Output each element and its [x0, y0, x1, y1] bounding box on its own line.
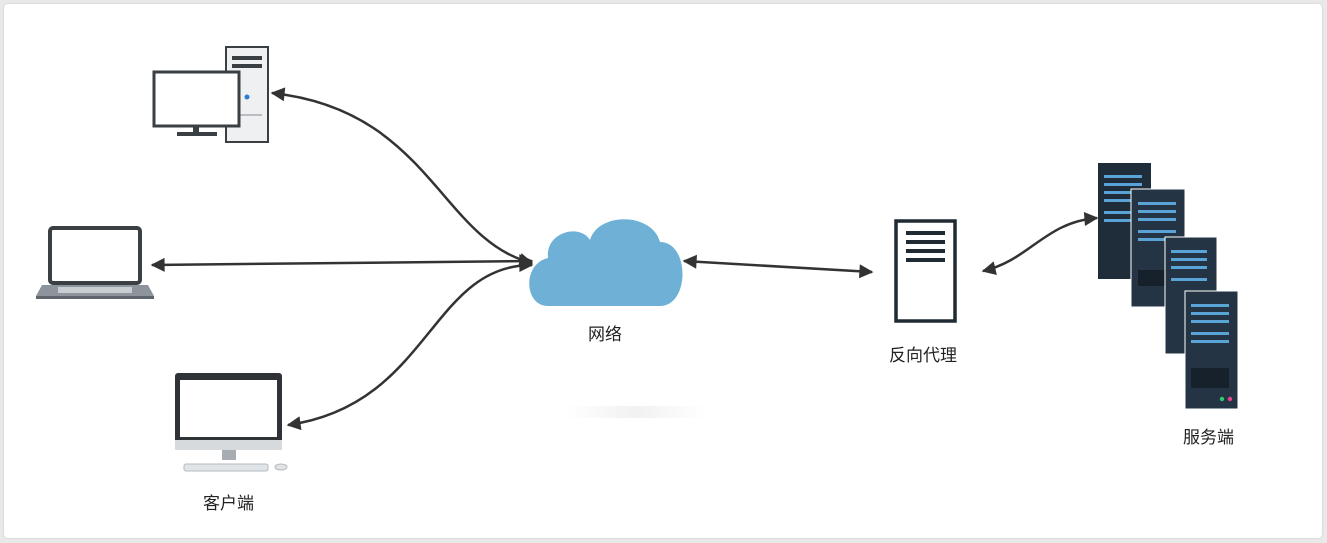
cloud-icon — [529, 219, 683, 306]
server-rack-icon — [1098, 163, 1239, 410]
server-side-label: 服务端 — [1183, 428, 1234, 448]
imac-icon — [175, 373, 288, 472]
reverse-proxy-label: 反向代理 — [889, 346, 957, 366]
network-label: 网络 — [588, 325, 622, 345]
arrow-laptop-cloud — [150, 254, 534, 272]
connection-arrows — [150, 87, 1099, 431]
laptop-icon — [36, 226, 154, 299]
arrow-proxy-servers — [981, 211, 1099, 275]
client-side-label: 客户端 — [203, 494, 254, 514]
arrow-cloud-proxy — [682, 254, 874, 279]
desktop-tower-icon — [152, 46, 269, 143]
faint-watermark-bar — [566, 406, 706, 418]
arrow-imac-cloud — [286, 258, 534, 431]
proxy-server-icon — [894, 219, 957, 323]
arrow-desktop-cloud — [270, 87, 534, 267]
